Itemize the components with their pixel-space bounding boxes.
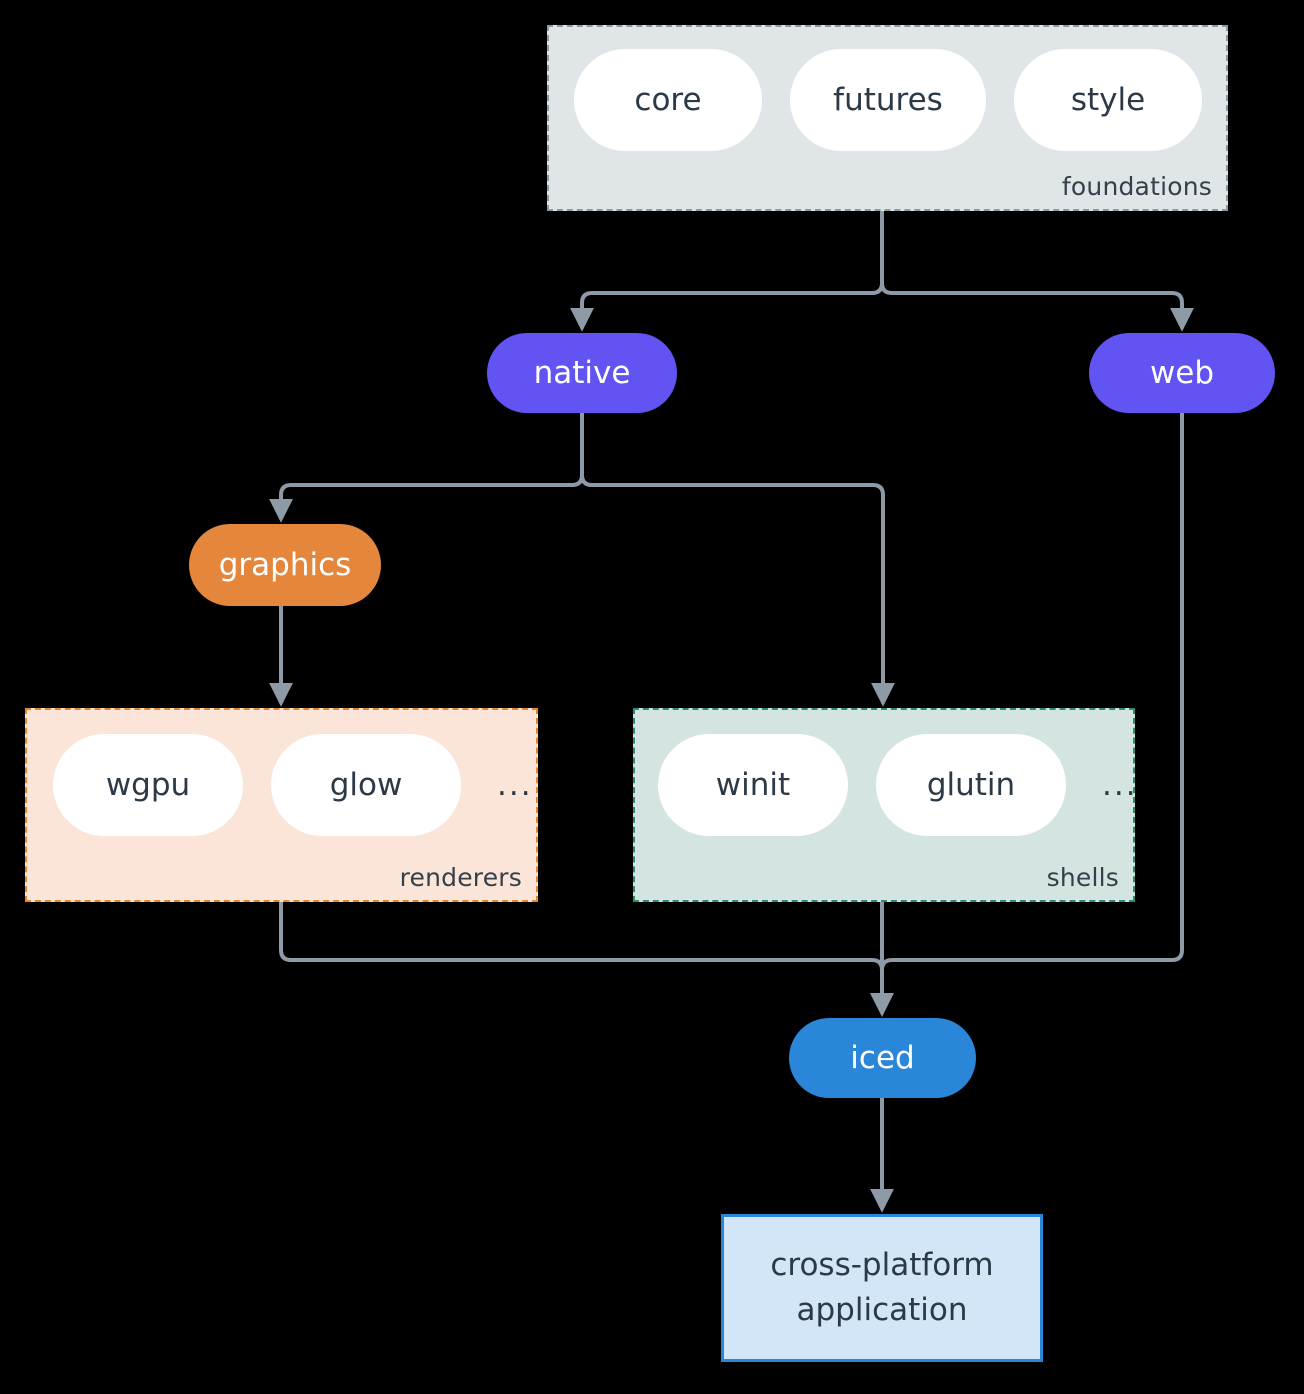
node-glutin[interactable]: glutin [876, 734, 1066, 836]
node-core[interactable]: core [574, 49, 762, 151]
node-style[interactable]: style [1014, 49, 1202, 151]
edge-foundations-native [570, 209, 884, 332]
node-graphics[interactable]: graphics [189, 524, 381, 606]
node-wgpu[interactable]: wgpu [53, 734, 243, 836]
foundations-items: core futures style [574, 49, 1202, 151]
group-label-shells: shells [1046, 863, 1119, 892]
renderers-items: wgpu glow ... [53, 734, 533, 836]
node-glow[interactable]: glow [271, 734, 461, 836]
group-label-renderers: renderers [399, 863, 522, 892]
group-renderers: wgpu glow ... renderers [25, 708, 538, 902]
edge-native-graphics [269, 411, 584, 523]
node-futures[interactable]: futures [790, 49, 986, 151]
application-line-1: cross-platform [770, 1247, 994, 1284]
group-label-foundations: foundations [1061, 172, 1212, 201]
node-iced[interactable]: iced [789, 1018, 976, 1098]
edge-renderers-iced [279, 900, 894, 1017]
group-shells: winit glutin ... shells [633, 708, 1138, 902]
edge-native-shells [580, 411, 895, 707]
node-cross-platform-application[interactable]: cross-platform application [721, 1214, 1043, 1362]
application-line-2: application [796, 1292, 968, 1328]
group-foundations: core futures style foundations [547, 25, 1228, 211]
shells-more-ellipsis: ... [1102, 767, 1138, 803]
renderers-more-ellipsis: ... [497, 767, 533, 803]
node-native[interactable]: native [487, 333, 677, 413]
edge-foundations-web [880, 209, 1194, 332]
node-winit[interactable]: winit [658, 734, 848, 836]
node-web[interactable]: web [1089, 333, 1275, 413]
shells-items: winit glutin ... [658, 734, 1138, 836]
